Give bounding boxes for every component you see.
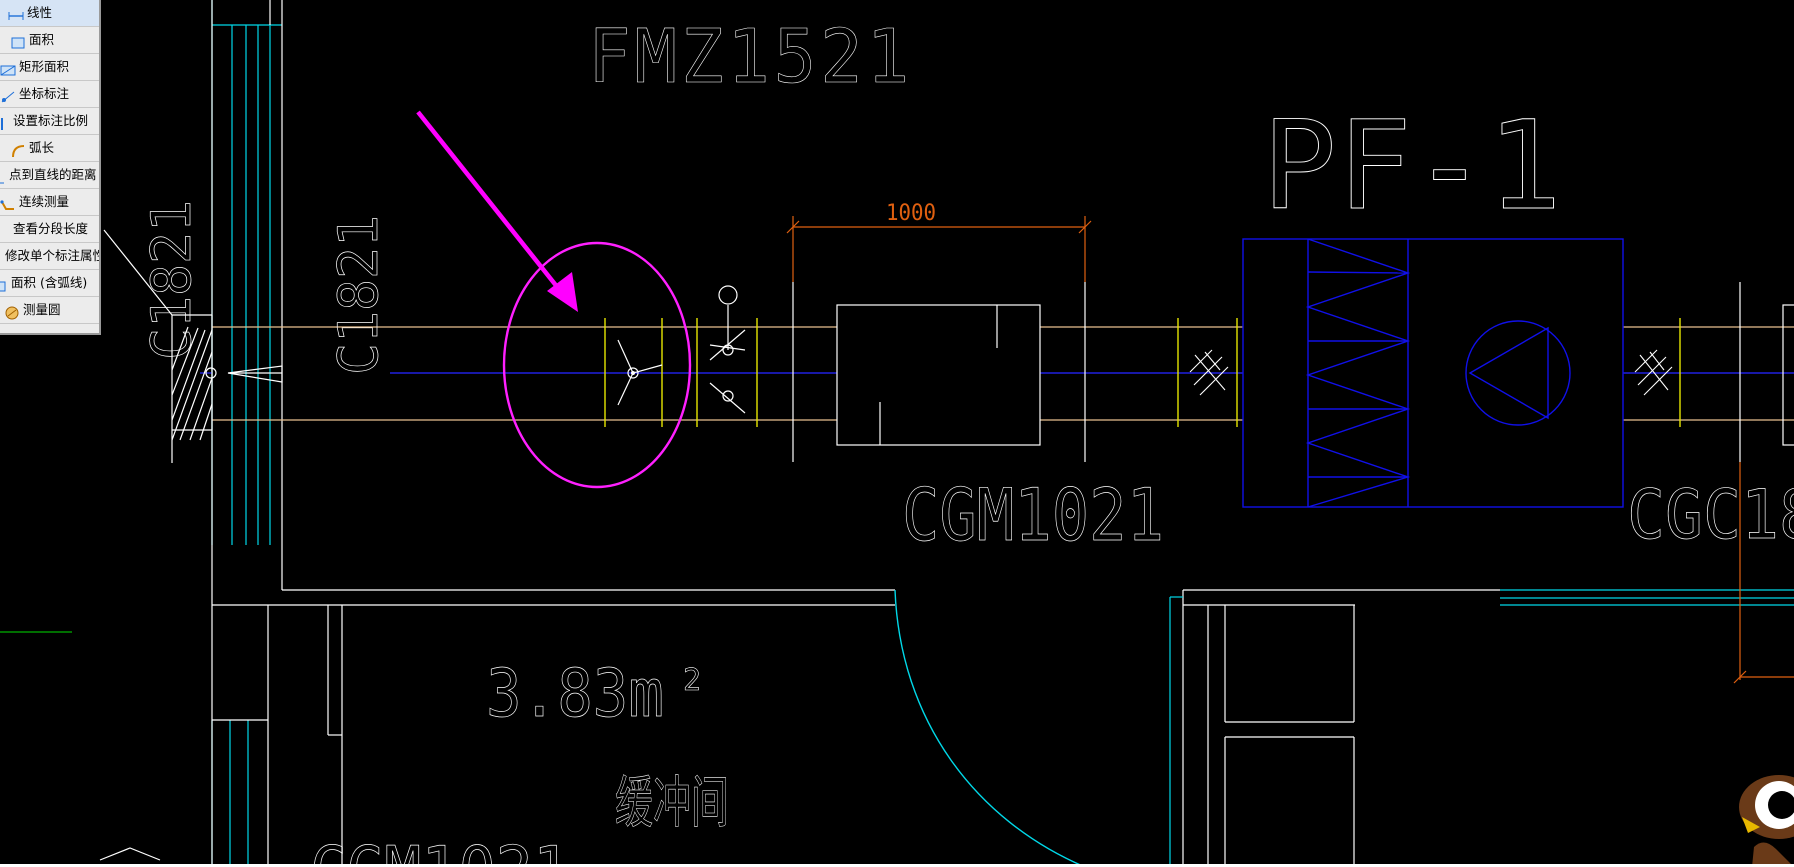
bottom-left-marker <box>99 847 161 861</box>
rectangle-area-icon <box>0 60 16 76</box>
tool-item[interactable]: 测量圆 <box>0 297 99 324</box>
tool-item-label: 矩形面积 <box>19 59 70 74</box>
edit-dimension-icon <box>0 249 2 263</box>
annotation-arrow <box>416 110 578 312</box>
bird-mascot-icon <box>1739 775 1794 867</box>
silencer-box <box>792 282 1086 462</box>
wall-louver-symbol <box>103 229 283 463</box>
label-pf1: PF-1 <box>1262 95 1562 237</box>
tool-item[interactable]: 线性 <box>0 0 99 27</box>
tool-item[interactable]: 点到直线的距离 <box>0 162 99 189</box>
orange-dimension-right <box>1733 462 1794 684</box>
linear-dimension-icon <box>8 6 24 20</box>
segment-length-icon <box>0 222 10 236</box>
wall-lines <box>211 0 1500 867</box>
area-icon <box>10 33 26 49</box>
tool-item-label: 查看分段长度 <box>13 221 89 236</box>
measure-tool-palette: 线性面积矩形面积坐标标注设置标注比例弧长点到直线的距离连续测量查看分段长度修改单… <box>0 0 101 335</box>
tool-item[interactable]: 连续测量 <box>0 189 99 216</box>
bottom-status-strip <box>0 864 1794 867</box>
highlight-ellipse <box>502 241 692 489</box>
label-door-cgm1021-bottom: CGM1021 <box>310 834 570 867</box>
tool-item[interactable]: 坐标标注 <box>0 81 99 108</box>
tool-item-label: 线性 <box>27 5 53 20</box>
tool-item-label: 连续测量 <box>19 194 70 209</box>
tool-item[interactable]: 设置标注比例 <box>0 108 99 135</box>
label-window-c1821-b: C1821 <box>140 200 203 360</box>
label-door-cgc18: CGC18 <box>1627 476 1794 555</box>
tool-item[interactable]: 修改单个标注属性 <box>0 243 99 270</box>
label-door-cgm1021: CGM1021 <box>902 473 1164 557</box>
tool-item-label: 修改单个标注属性 <box>5 248 99 263</box>
point-line-distance-icon <box>0 168 6 184</box>
check-valve-symbol <box>696 285 758 427</box>
label-door-fmz1521: FMZ1521 <box>588 14 913 100</box>
tool-item[interactable]: 查看分段长度 <box>0 216 99 243</box>
tool-item-label: 面积 <box>29 32 55 47</box>
flexible-connector-left <box>1177 318 1238 427</box>
measure-circle-icon <box>4 303 20 320</box>
fan-unit-pf1 <box>1242 238 1624 508</box>
label-area-superscript: 2 <box>683 663 701 698</box>
tool-item[interactable]: 面积 (含弧线) <box>0 270 99 297</box>
cyan-wall-strip <box>211 0 282 867</box>
right-edge-lines <box>1739 282 1794 462</box>
fire-damper-symbol <box>604 318 663 427</box>
arc-length-icon <box>10 141 26 158</box>
label-dimension-1000: 1000 <box>886 201 936 226</box>
scale-setting-icon <box>0 114 10 130</box>
door-swing-arc <box>894 589 1086 867</box>
coordinate-dimension-icon <box>0 87 16 103</box>
tool-item-label: 坐标标注 <box>19 86 70 101</box>
label-area: 3.83m <box>486 655 664 732</box>
avatar[interactable] <box>1734 757 1794 867</box>
dimension-1000 <box>786 216 1092 282</box>
arc-area-icon <box>0 276 8 292</box>
tool-item-label: 测量圆 <box>23 302 61 317</box>
tool-item[interactable]: 矩形面积 <box>0 54 99 81</box>
label-window-c1821-a: C1821 <box>327 215 390 375</box>
cyan-wall-right <box>1169 589 1794 867</box>
tool-item-label: 点到直线的距离 <box>9 167 97 182</box>
tool-item-label: 设置标注比例 <box>13 113 89 128</box>
tool-item-label: 弧长 <box>29 140 55 155</box>
tool-item[interactable]: 弧长 <box>0 135 99 162</box>
continuous-measure-icon <box>0 195 16 210</box>
label-room-name: 缓冲间 <box>615 771 729 836</box>
tool-item[interactable]: 面积 <box>0 27 99 54</box>
tool-item-label: 面积 (含弧线) <box>11 275 88 290</box>
